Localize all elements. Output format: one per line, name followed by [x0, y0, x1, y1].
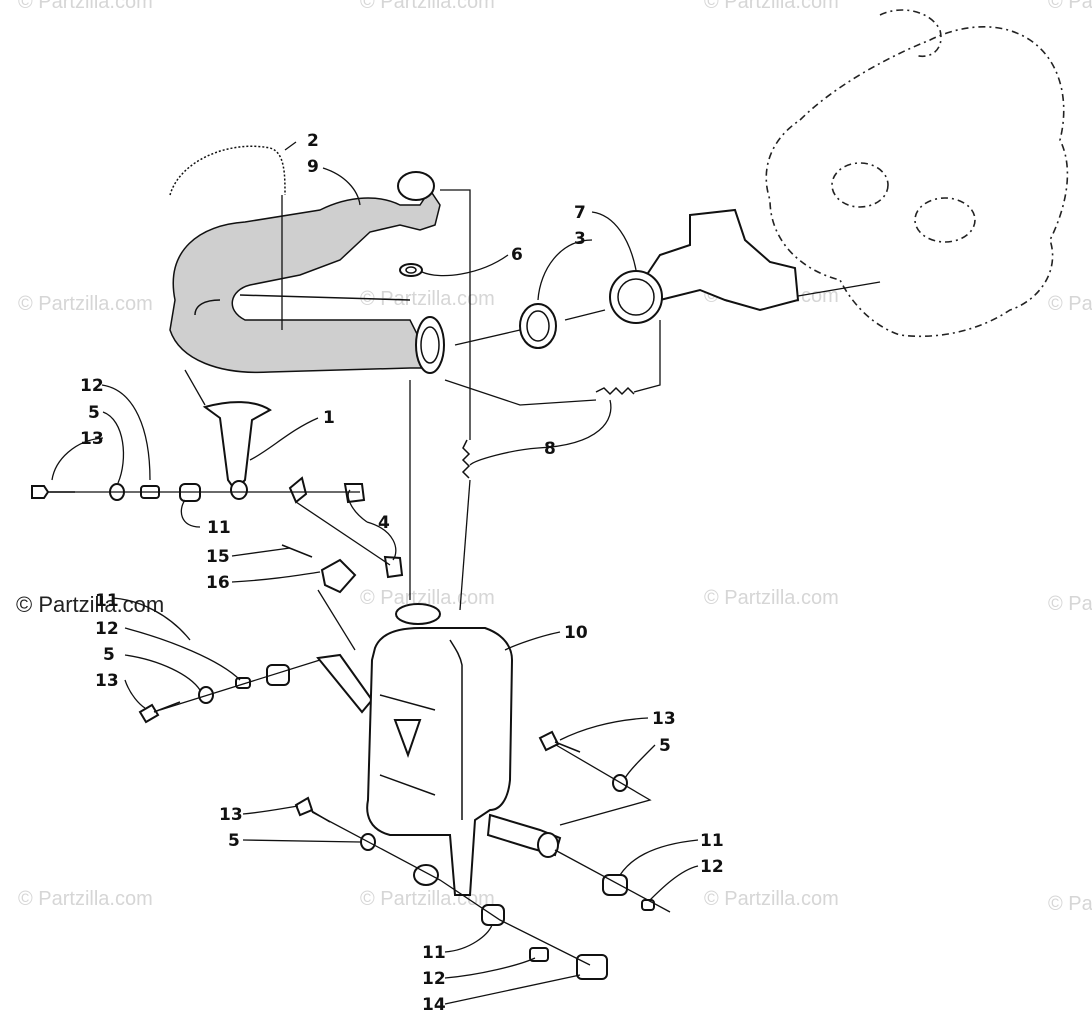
grommet [399, 263, 423, 277]
hardware-row-1 [31, 476, 366, 504]
watermark: © Partzilla.com [360, 288, 495, 310]
callout-12: 12 [422, 969, 446, 989]
watermark: © Partzilla.com [1048, 0, 1092, 13]
callout-13: 13 [652, 709, 676, 729]
callout-8: 8 [544, 439, 556, 459]
watermark: © Partzilla.com [704, 587, 839, 609]
callout-7: 7 [574, 203, 586, 223]
callout-11: 11 [207, 518, 231, 538]
callout-13: 13 [219, 805, 243, 825]
callout-5: 5 [88, 403, 100, 423]
watermark: © Partzilla.com [704, 888, 839, 910]
callout-15: 15 [206, 547, 230, 567]
callout-11: 11 [700, 831, 724, 851]
callout-10: 10 [564, 623, 588, 643]
watermark: © Partzilla.com [1048, 593, 1092, 615]
callout-3: 3 [574, 229, 586, 249]
callout-2: 2 [307, 131, 319, 151]
watermark: © Partzilla.com [18, 888, 153, 910]
callout-13: 13 [95, 671, 119, 691]
watermark: © Partzilla.com [704, 0, 839, 13]
watermark: © Partzilla.com [18, 293, 153, 315]
callout-16: 16 [206, 573, 230, 593]
spring-2 [169, 145, 286, 196]
callout-5: 5 [103, 645, 115, 665]
callout-labels: 2 9 7 3 6 1 8 12 5 13 11 4 15 16 11 12 5… [80, 131, 724, 1015]
watermark: © Partzilla.com [360, 0, 495, 13]
hardware-row-2 [138, 544, 404, 724]
callout-5: 5 [659, 736, 671, 756]
callout-1: 1 [323, 408, 335, 428]
leader-lines [51, 141, 699, 1005]
callout-11: 11 [95, 591, 119, 611]
watermark: © Partzilla.com [18, 0, 153, 13]
callout-13: 13 [80, 429, 104, 449]
callout-6: 6 [511, 245, 523, 265]
callout-12: 12 [80, 376, 104, 396]
callout-11: 11 [422, 943, 446, 963]
hardware-row-3 [294, 730, 655, 980]
callout-5: 5 [228, 831, 240, 851]
callout-12: 12 [700, 857, 724, 877]
bracket [202, 401, 272, 500]
muffler [366, 603, 562, 896]
watermark: © Partzilla.com [1048, 293, 1092, 315]
watermark: © Partzilla.com [360, 888, 495, 910]
callout-12: 12 [95, 619, 119, 639]
exhaust-pipe [169, 171, 445, 374]
callout-14: 14 [422, 995, 446, 1015]
spring-8 [461, 386, 635, 479]
exhaust-manifold [609, 208, 881, 324]
callout-4: 4 [378, 513, 390, 533]
callout-9: 9 [307, 157, 319, 177]
engine-outline [765, 9, 1069, 338]
watermarks: © Partzilla.com © Partzilla.com © Partzi… [16, 0, 1092, 915]
assembly-lines [50, 189, 671, 966]
seal-ring [519, 303, 557, 349]
watermark: © Partzilla.com [1048, 893, 1092, 915]
